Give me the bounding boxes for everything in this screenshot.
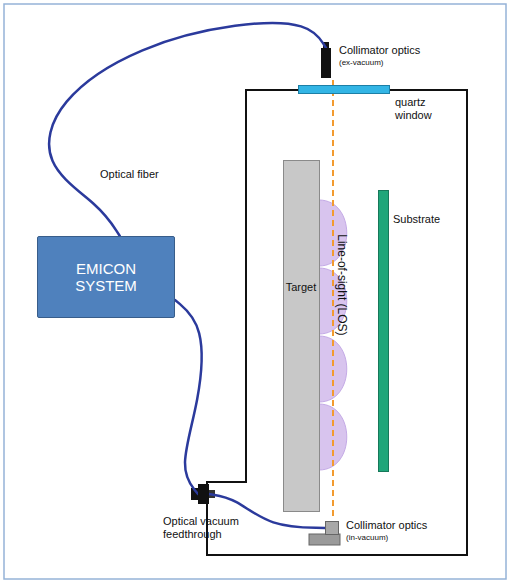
node-label: Target xyxy=(286,281,317,293)
line-of-sight xyxy=(332,80,334,520)
node-label: quartz window xyxy=(395,96,440,121)
node-label: EMICON SYSTEM xyxy=(61,260,151,294)
outer-frame xyxy=(4,4,506,579)
vacuum-feedthrough: Optical vacuum feedthrough xyxy=(198,484,209,504)
node-sublabel: (in-vacuum) xyxy=(346,533,388,542)
los-label: Line-of-sight (LOS) xyxy=(334,232,348,337)
node-label: Substrate xyxy=(393,213,440,226)
node-sublabel: (ex-vacuum) xyxy=(339,58,383,67)
vacuum-chamber xyxy=(207,90,467,555)
node-label: Optical vacuum feedthrough xyxy=(163,515,258,540)
node-label: Collimator optics xyxy=(339,44,420,57)
substrate-plate: Substrate xyxy=(378,190,389,472)
collimator-mount xyxy=(309,534,340,545)
target-plate: Target xyxy=(283,160,320,512)
node-label: Collimator optics xyxy=(346,519,427,532)
edge-label: Optical fiber xyxy=(98,168,161,181)
collimator-block: Collimator optics(ex-vacuum) xyxy=(321,48,331,78)
quartz-window: quartz window xyxy=(298,85,390,94)
collimator-block: Collimator optics(in-vacuum) xyxy=(325,521,339,535)
optical-fiber xyxy=(175,300,202,494)
emicon-system-box: EMICON SYSTEM xyxy=(37,236,175,318)
